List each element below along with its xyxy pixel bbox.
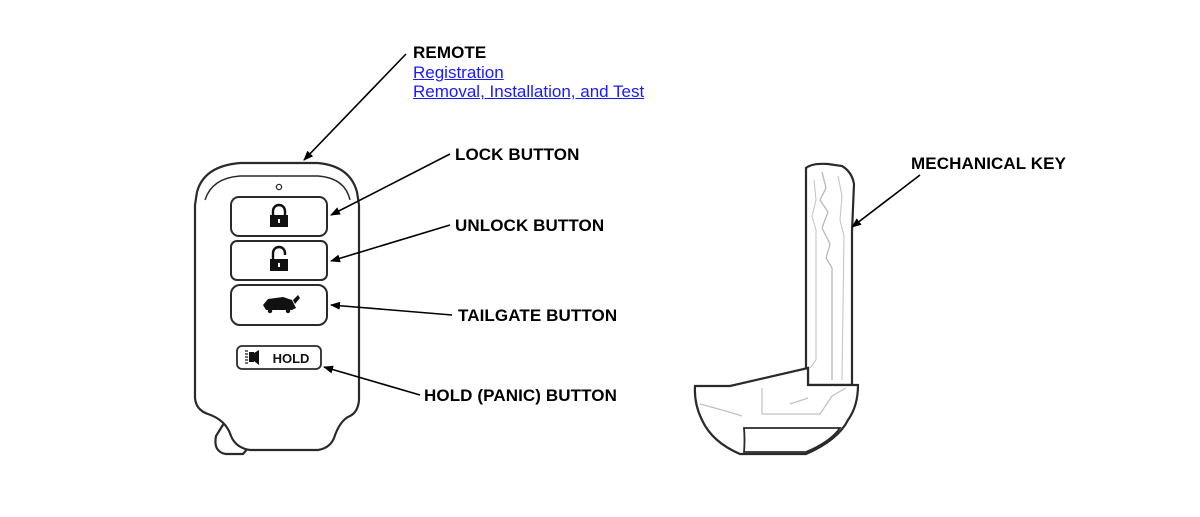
unlock-button[interactable] <box>230 240 328 281</box>
fob-led <box>275 183 283 191</box>
key-head-grip <box>743 427 842 453</box>
unlock-button-label: UNLOCK BUTTON <box>455 216 605 235</box>
hold-button-label: HOLD <box>273 351 310 366</box>
tailgate-leader <box>330 301 453 316</box>
hold-leader <box>323 365 421 396</box>
remote-leader <box>303 53 407 161</box>
mechanical-key-label: MECHANICAL KEY <box>911 154 1067 173</box>
lock-leader <box>330 153 451 216</box>
key-head-ghost <box>699 387 847 417</box>
removal-installation-test-link[interactable]: Removal, Installation, and Test <box>413 82 645 101</box>
tailgate-button[interactable] <box>230 284 328 326</box>
lock-button-label: LOCK BUTTON <box>455 145 580 164</box>
mechanical-key <box>693 162 860 456</box>
lock-button[interactable] <box>230 196 328 237</box>
lock-closed-icon <box>270 203 288 227</box>
registration-link[interactable]: Registration <box>413 63 504 82</box>
horn-light-icon <box>245 350 259 365</box>
key-blade-groove <box>819 171 833 380</box>
remote-label: REMOTE <box>413 43 487 62</box>
lock-open-icon <box>270 245 288 271</box>
hold-button-callout-label: HOLD (PANIC) BUTTON <box>424 386 617 405</box>
hold-panic-button[interactable]: HOLD <box>236 345 322 370</box>
unlock-leader <box>330 224 451 263</box>
tailgate-car-icon <box>263 295 300 314</box>
key-blade <box>804 162 856 387</box>
mechanical-key-leader <box>851 174 921 228</box>
tailgate-button-label: TAILGATE BUTTON <box>458 306 618 325</box>
fob-lip <box>204 175 351 201</box>
leader-lines <box>303 53 921 396</box>
